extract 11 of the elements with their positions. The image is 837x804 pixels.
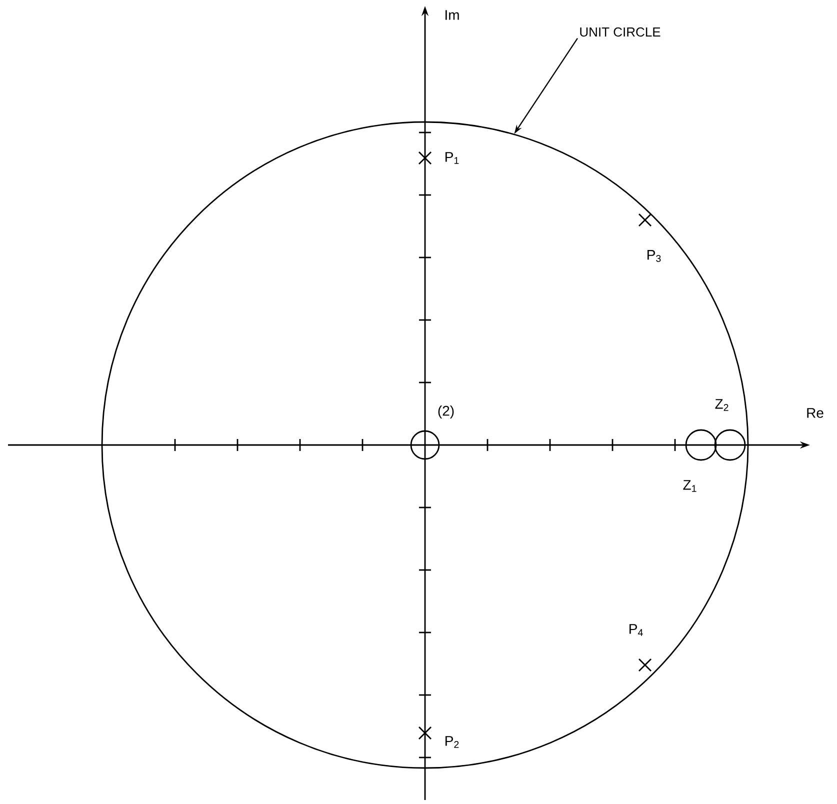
zero-label: Z$_{1}$: [683, 480, 696, 492]
pole-label: P$_{2}$: [446, 736, 459, 748]
callout-text: UNIT CIRCLE: [580, 27, 660, 37]
axis-label: Im: [446, 10, 459, 20]
axis-label: Re: [807, 408, 824, 418]
pole-label: P$_{1}$: [446, 152, 459, 164]
zero-label: Z$_{2}$: [715, 399, 728, 411]
pole-label: P$_{4}$: [630, 624, 643, 636]
multiplicity-label: (2): [438, 405, 454, 419]
unit-circle: [101, 121, 749, 769]
pole-label: P$_{3}$: [648, 250, 661, 262]
